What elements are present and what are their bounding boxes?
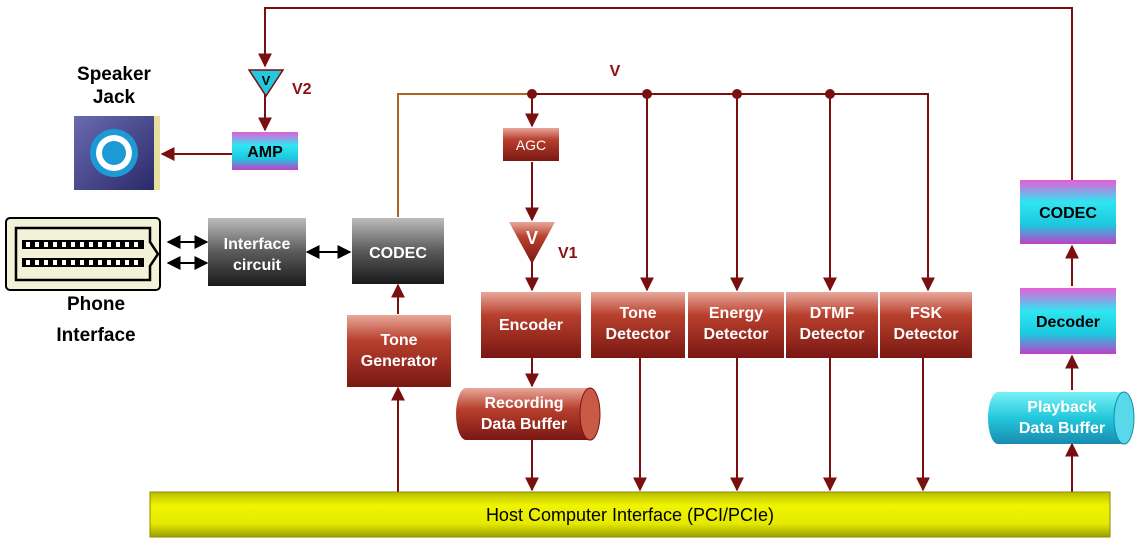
phone-interface-label-line2: Interface bbox=[56, 325, 135, 346]
host-bus-label: Host Computer Interface (PCI/PCIe) bbox=[486, 505, 774, 525]
amp-block: AMP bbox=[232, 132, 298, 170]
dtmf-detector-block: DTMF Detector bbox=[786, 292, 878, 358]
playback-buffer-label-line1: Playback bbox=[1027, 399, 1096, 416]
playback-buffer-cylinder: Playback Data Buffer bbox=[988, 391, 1135, 445]
tone-detector-label-line2: Detector bbox=[606, 326, 671, 343]
v-bus-label: V bbox=[610, 63, 621, 80]
playback-buffer-label-line2: Data Buffer bbox=[1019, 420, 1105, 437]
dtmf-detector-label-line2: Detector bbox=[800, 326, 865, 343]
fsk-detector-label-line2: Detector bbox=[894, 326, 959, 343]
junction-dot bbox=[825, 89, 835, 99]
decoder-block: Decoder bbox=[1020, 288, 1116, 354]
v2-label: V2 bbox=[292, 81, 312, 98]
v2-amplifier-icon: V bbox=[247, 69, 285, 98]
encoder-label: Encoder bbox=[499, 317, 563, 334]
fsk-detector-block: FSK Detector bbox=[880, 292, 972, 358]
speaker-jack-icon bbox=[74, 116, 160, 190]
codec-right-label: CODEC bbox=[1039, 205, 1097, 222]
encoder-block: Encoder bbox=[481, 292, 581, 358]
codec-left-label: CODEC bbox=[369, 245, 427, 262]
signal-wires bbox=[160, 7, 1079, 492]
v-to-fsk-detector-wire bbox=[830, 93, 935, 292]
host-bus-bar: Host Computer Interface (PCI/PCIe) bbox=[149, 491, 1111, 538]
agc-block: AGC bbox=[503, 128, 559, 161]
feedback-wire bbox=[258, 7, 1073, 180]
codec-right-block: CODEC bbox=[1020, 180, 1116, 244]
tone-detector-label-line1: Tone bbox=[619, 305, 656, 322]
interface-circuit-label-line1: Interface bbox=[224, 236, 291, 253]
codec-left-block: CODEC bbox=[352, 218, 444, 284]
energy-detector-block: Energy Detector bbox=[688, 292, 784, 358]
interface-circuit-block: Interface circuit bbox=[208, 218, 306, 286]
energy-detector-label-line1: Energy bbox=[709, 305, 763, 322]
tone-detector-block: Tone Detector bbox=[591, 292, 685, 358]
v1-triangle-label: V bbox=[526, 228, 538, 248]
junction-dot bbox=[642, 89, 652, 99]
recording-buffer-cylinder: Recording Data Buffer bbox=[456, 387, 601, 441]
interface-circuit-label-line2: circuit bbox=[233, 257, 282, 274]
phone-interface-label-line1: Phone bbox=[67, 294, 125, 315]
junction-dot bbox=[527, 89, 537, 99]
codec-out-wire bbox=[397, 93, 928, 217]
interface-links bbox=[166, 235, 352, 270]
tone-generator-label-line2: Generator bbox=[361, 353, 437, 370]
v1-amplifier-icon: V bbox=[509, 222, 555, 264]
speaker-jack-label-line2: Jack bbox=[93, 87, 136, 108]
dtmf-detector-label-line1: DTMF bbox=[810, 305, 855, 322]
speaker-jack-label-line1: Speaker bbox=[77, 64, 152, 85]
decoder-label: Decoder bbox=[1036, 314, 1100, 331]
tone-generator-label-line1: Tone bbox=[380, 332, 417, 349]
agc-label: AGC bbox=[516, 137, 546, 153]
fsk-detector-label-line1: FSK bbox=[910, 305, 942, 322]
v2-triangle-label: V bbox=[262, 73, 271, 88]
recording-buffer-label-line1: Recording bbox=[484, 395, 563, 412]
amp-label: AMP bbox=[247, 144, 283, 161]
phone-connector-icon bbox=[5, 217, 161, 291]
junction-dot bbox=[732, 89, 742, 99]
recording-buffer-label-line2: Data Buffer bbox=[481, 416, 567, 433]
energy-detector-label-line2: Detector bbox=[704, 326, 769, 343]
junction-dots bbox=[527, 89, 835, 99]
v1-label: V1 bbox=[558, 245, 578, 262]
tone-generator-block: Tone Generator bbox=[347, 315, 451, 387]
